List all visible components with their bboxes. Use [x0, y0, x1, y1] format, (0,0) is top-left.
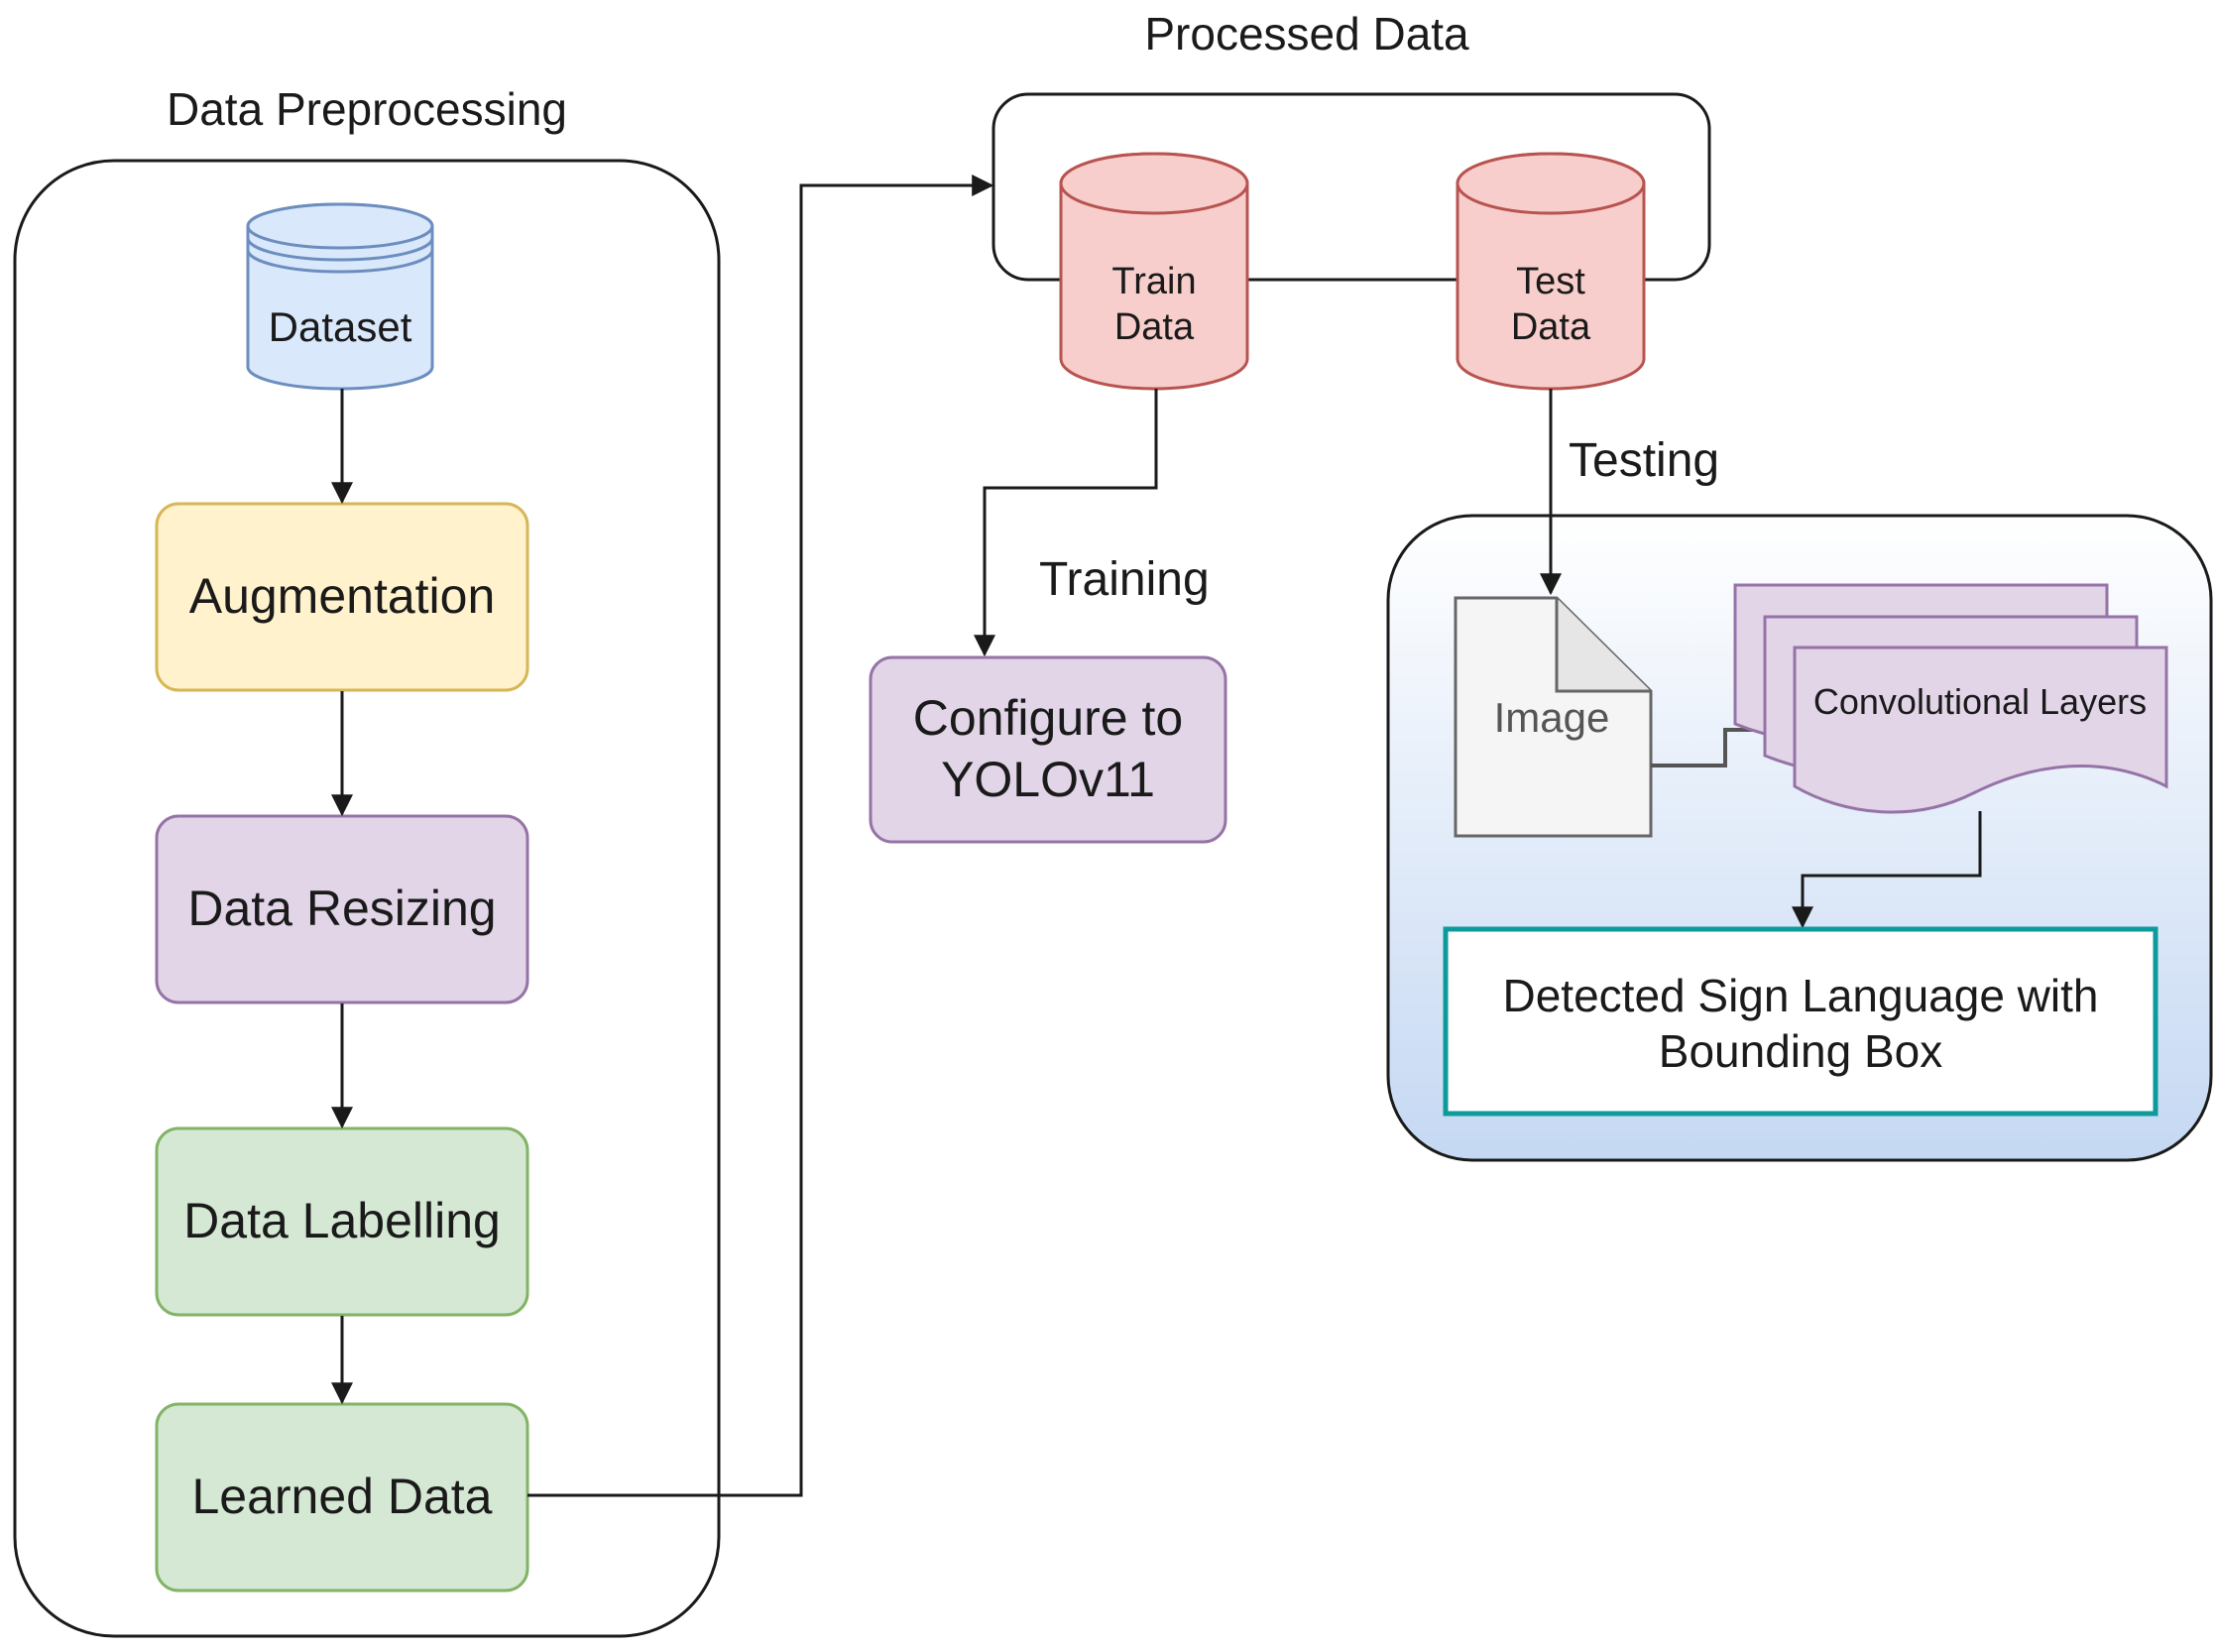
edge-learned-processed [527, 175, 994, 1497]
dataset-cylinder-ring-2 [246, 249, 434, 274]
train-cylinder-top [1059, 152, 1249, 215]
labelling-label: Data Labelling [183, 1193, 501, 1248]
detected-box [1443, 926, 2158, 1117]
configure-node[interactable]: Configure to YOLOv11 [869, 655, 1227, 844]
conv-layer-front [1793, 646, 2168, 814]
image-label: Image [1494, 694, 1610, 741]
augmentation-label: Augmentation [189, 568, 496, 624]
learned-label: Learned Data [191, 1469, 492, 1524]
configure-label-line2: YOLOv11 [941, 752, 1155, 807]
edge-training [974, 389, 1158, 657]
configure-box [869, 655, 1227, 844]
train-label-line2: Data [1114, 306, 1195, 348]
testing-edge-label: Testing [1569, 434, 1719, 487]
train-data-node[interactable]: Train Data [1059, 152, 1249, 391]
test-label-line1: Test [1516, 261, 1585, 302]
dataset-cylinder-top [246, 202, 434, 250]
resizing-node[interactable]: Data Resizing [155, 814, 529, 1004]
configure-label-line1: Configure to [913, 690, 1183, 746]
test-data-node[interactable]: Test Data [1456, 152, 1646, 391]
preprocessing-group-title: Data Preprocessing [167, 83, 567, 135]
train-label-line1: Train [1111, 261, 1196, 302]
conv-layers-label: Convolutional Layers [1813, 681, 2147, 722]
detected-node[interactable]: Detected Sign Language with Bounding Box [1443, 926, 2158, 1117]
test-cylinder-top [1456, 152, 1646, 215]
detected-label-line1: Detected Sign Language with [1503, 970, 2099, 1021]
conv-layers-node[interactable]: Convolutional Layers [1733, 583, 2168, 814]
learned-node[interactable]: Learned Data [155, 1402, 529, 1593]
dataset-node[interactable]: Dataset [246, 202, 434, 391]
labelling-node[interactable]: Data Labelling [155, 1126, 529, 1317]
processed-group-title: Processed Data [1144, 8, 1469, 59]
test-label-line2: Data [1511, 306, 1591, 348]
dataset-cylinder-ring-1 [246, 237, 434, 262]
dataset-label: Dataset [269, 303, 412, 350]
training-edge-label: Training [1039, 553, 1210, 606]
resizing-label: Data Resizing [187, 881, 496, 936]
image-node[interactable]: Image [1454, 596, 1653, 838]
image-document-fold [1555, 598, 1651, 693]
augmentation-node[interactable]: Augmentation [155, 502, 529, 692]
edge-conv-detected [1792, 811, 1982, 929]
detected-label-line2: Bounding Box [1659, 1025, 1942, 1077]
